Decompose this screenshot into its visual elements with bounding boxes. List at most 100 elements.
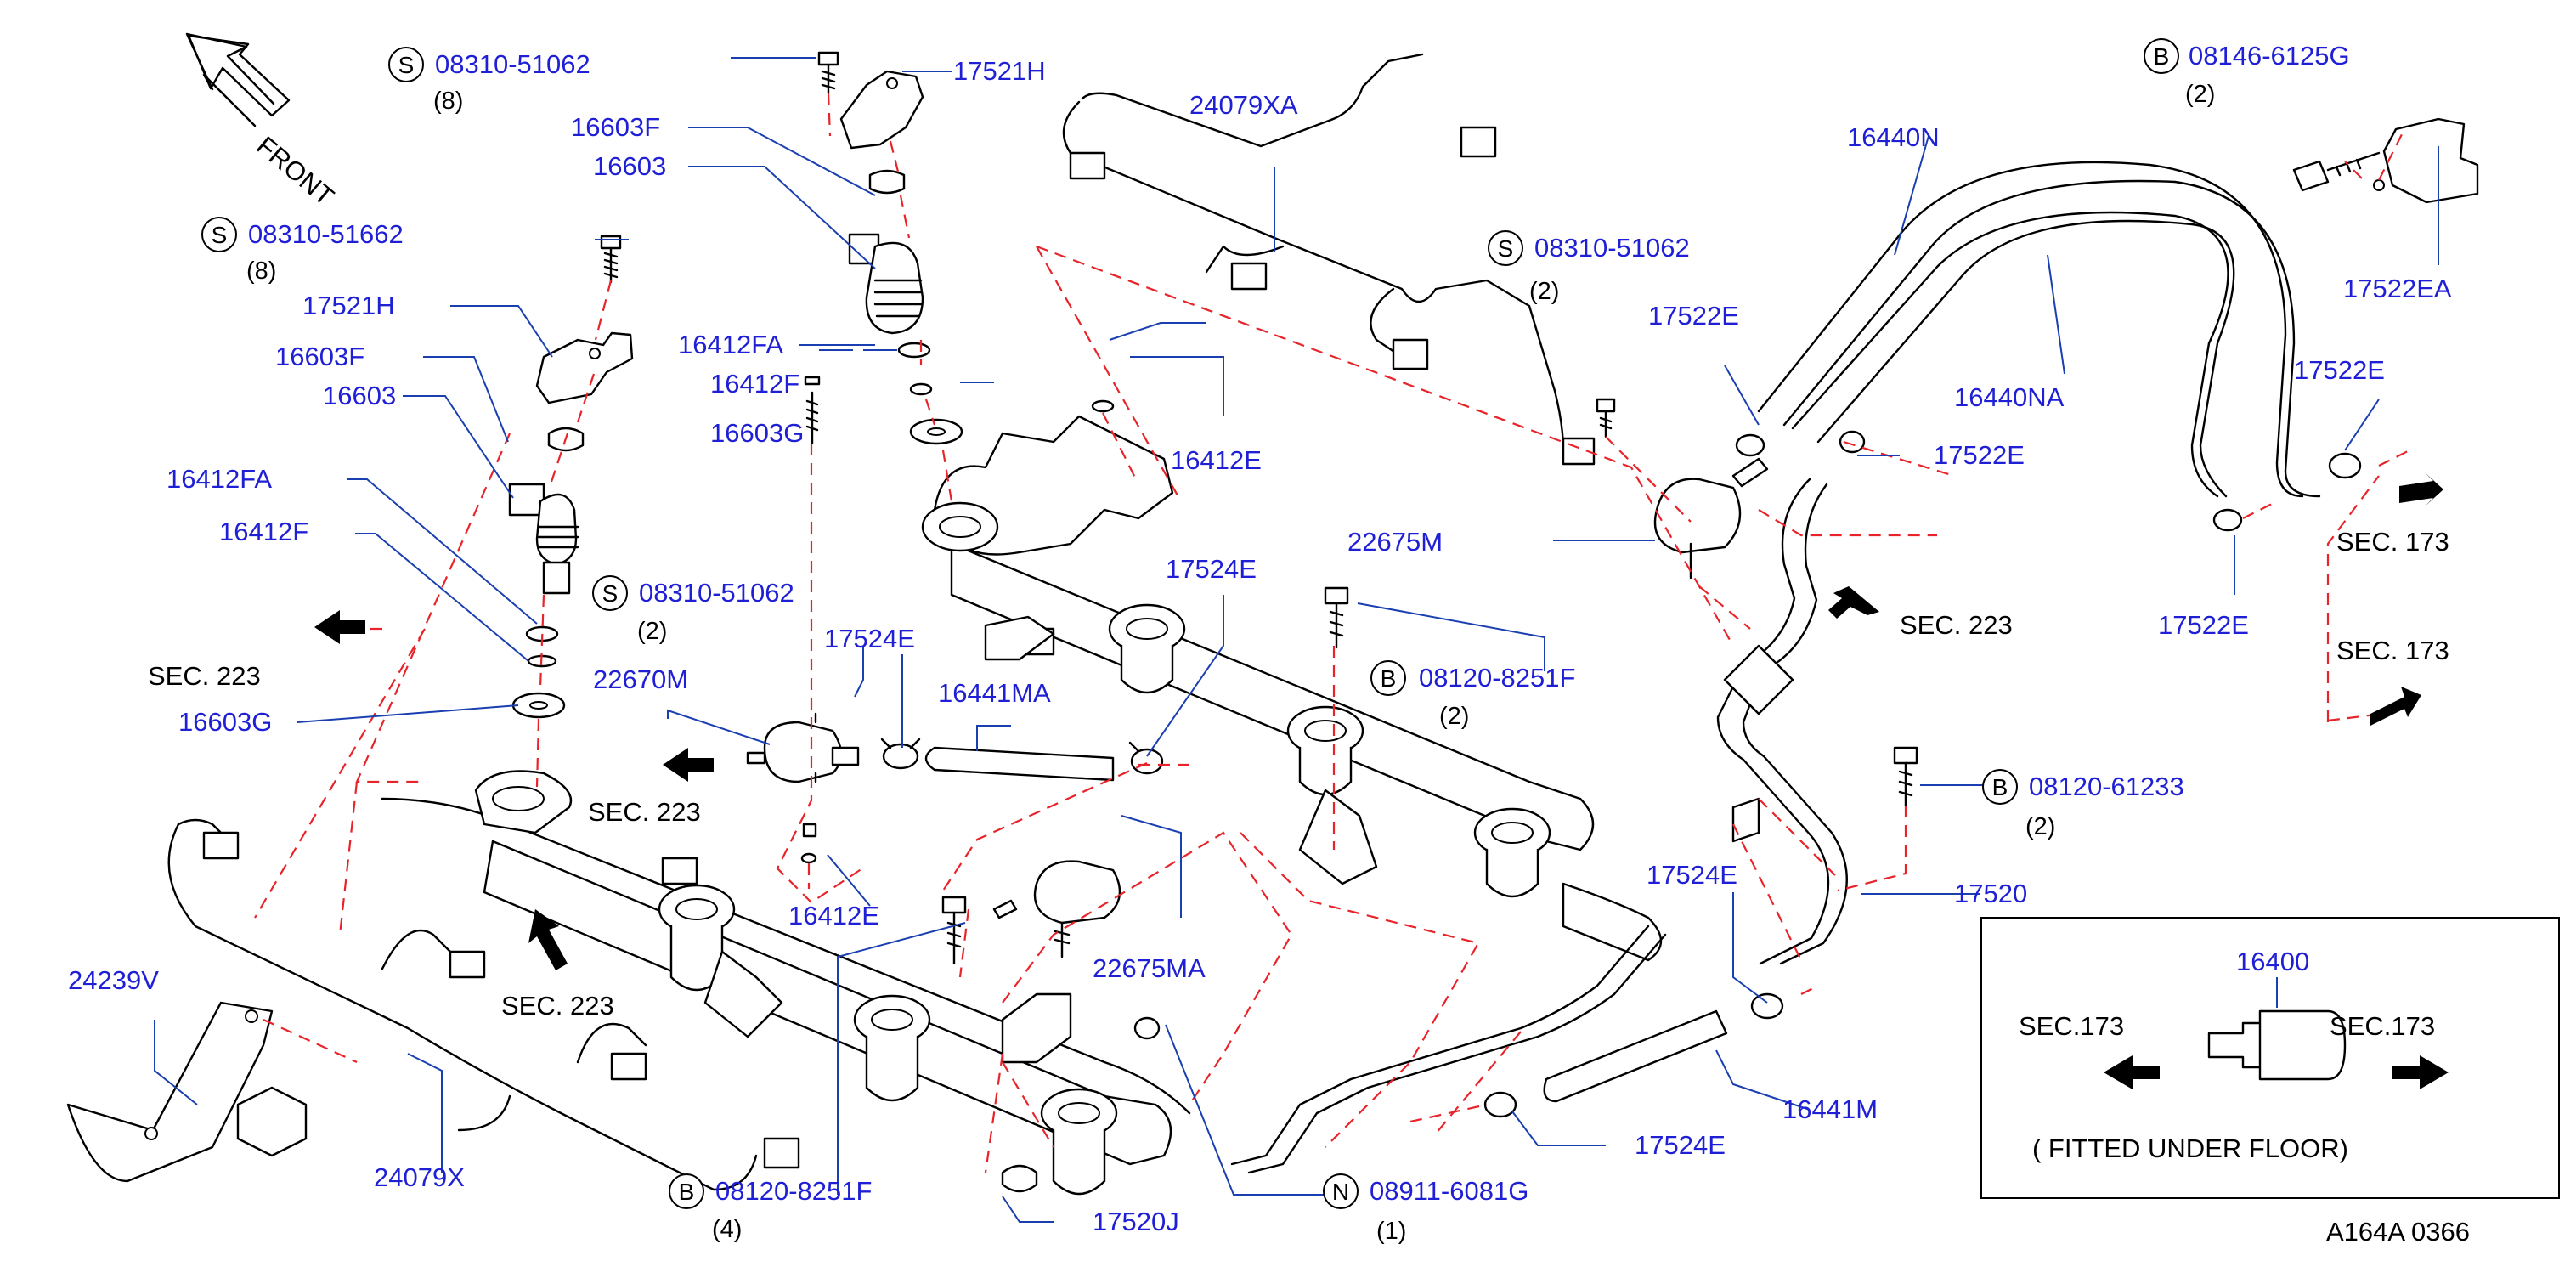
- inset-section-right: SEC.173: [2330, 1011, 2435, 1041]
- pressure-regulator-22675M: [1653, 457, 1769, 580]
- part-number-label: 16412E: [788, 901, 879, 930]
- harness-24079XA: [1062, 53, 1596, 466]
- arrow-right-icon: [2399, 472, 2443, 506]
- part-number-label: 17524E: [1166, 554, 1257, 584]
- part-number-label: 08120-61233: [2029, 772, 2184, 801]
- part-number-label: 16603: [323, 381, 396, 410]
- bolts-hardware: [800, 151, 2381, 1193]
- part-number-label: 08310-51662: [248, 219, 404, 249]
- part-number-label: 08120-8251F: [715, 1176, 872, 1206]
- fuel-filter-inset: [1980, 917, 2560, 1199]
- part-number-label: 16441M: [1782, 1094, 1878, 1124]
- part-number-label: 17520: [1954, 879, 2027, 908]
- part-number-label: 08911-6081G: [1370, 1176, 1528, 1206]
- part-number-label: 16603G: [710, 418, 804, 448]
- part-number-label: 16603F: [571, 112, 660, 142]
- quantity-label: (8): [433, 88, 463, 115]
- quantity-label: (8): [246, 257, 276, 285]
- section-reference: SEC. 173: [2336, 636, 2449, 665]
- part-labels: 08310-51062 (8) 17521H 16603F 16603 0831…: [68, 41, 2452, 1245]
- part-number-label: 16603: [593, 151, 666, 181]
- quantity-label: (4): [712, 1216, 742, 1243]
- code-letter-s: S: [212, 222, 228, 248]
- part-number-label: 24239V: [68, 965, 159, 995]
- misc-brackets: [984, 117, 2479, 1064]
- part-number-label: 17522E: [1648, 301, 1739, 331]
- front-arrow-icon: [185, 32, 291, 127]
- arrow-left-icon: [2104, 1055, 2160, 1089]
- part-number-label: 17522E: [2294, 355, 2385, 385]
- code-letter-b: B: [2154, 43, 2170, 70]
- part-number-label: 16412E: [1171, 445, 1262, 475]
- part-number-label: 08146-6125G: [2189, 41, 2350, 71]
- part-number-label: 16412F: [710, 369, 799, 399]
- arrow-right-down-icon: [1828, 586, 1879, 619]
- arrow-left-icon: [663, 748, 714, 782]
- pressure-regulator-22675MA: [992, 860, 1121, 958]
- part-number-label: 16412FA: [678, 330, 783, 359]
- part-number-label: 16412F: [219, 517, 308, 546]
- part-number-label: 08310-51062: [435, 49, 590, 79]
- quantity-label: (2): [637, 618, 667, 645]
- part-number-label: 16603F: [275, 342, 364, 371]
- pressure-regulator-22670M: [746, 712, 860, 783]
- section-reference: SEC. 223: [1900, 610, 2013, 640]
- quantity-label: (2): [2185, 81, 2215, 108]
- dashed-connectors: [254, 93, 2414, 1173]
- code-letter-b: B: [1381, 665, 1397, 692]
- fuel-hoses: [924, 161, 2321, 1174]
- left-injector-assembly: [508, 235, 634, 719]
- code-letter-s: S: [1498, 235, 1514, 262]
- part-number-label: 08310-51062: [1534, 233, 1690, 263]
- part-number-label: 17524E: [1647, 860, 1737, 890]
- part-number-label: 16441MA: [938, 678, 1051, 708]
- part-number-label: 24079XA: [1189, 90, 1298, 120]
- part-number-label: 17521H: [302, 291, 395, 320]
- part-number-label: 17521H: [953, 56, 1046, 86]
- lower-fuel-rail: [381, 770, 1191, 1196]
- part-number-label: 22670M: [593, 664, 688, 694]
- top-injector-assembly: [817, 51, 1115, 445]
- part-number-label: 16412FA: [167, 464, 272, 494]
- part-number-label: 08310-51062: [639, 578, 794, 608]
- part-number-label: 16440N: [1847, 122, 1940, 152]
- section-reference: SEC. 223: [501, 991, 614, 1021]
- code-letter-s: S: [398, 52, 415, 78]
- code-letter-s: S: [602, 580, 619, 607]
- code-letter-b: B: [1992, 774, 2008, 800]
- quantity-label: (2): [1529, 278, 1559, 305]
- inset-section-left: SEC.173: [2019, 1011, 2124, 1041]
- part-number-label: 17524E: [1635, 1130, 1726, 1160]
- upper-fuel-rail: [921, 415, 1663, 962]
- code-letter-n: N: [1332, 1179, 1349, 1205]
- part-number-label: 24079X: [374, 1162, 465, 1192]
- part-number-label: 17524E: [824, 624, 915, 653]
- section-reference: SEC. 173: [2336, 527, 2449, 557]
- arrow-down-icon: [528, 909, 568, 970]
- part-number-label: 17522E: [1934, 440, 2025, 470]
- arrow-right-icon: [2392, 1055, 2449, 1089]
- part-number-label: 22675MA: [1093, 953, 1206, 983]
- diagram-code: A164A 0366: [2326, 1217, 2470, 1247]
- part-number-label: 08120-8251F: [1419, 663, 1575, 693]
- section-reference: SEC. 223: [148, 661, 261, 691]
- quantity-label: (2): [1439, 703, 1469, 730]
- hose-clamps: [880, 430, 2362, 1118]
- part-number-label: 22675M: [1347, 527, 1443, 557]
- front-label: FRONT: [251, 131, 340, 212]
- leader-lines: [154, 57, 2439, 1223]
- part-number-label: 16440NA: [1954, 382, 2065, 412]
- arrow-left-icon: [314, 610, 365, 644]
- inset-note: ( FITTED UNDER FLOOR): [2032, 1134, 2348, 1163]
- quantity-label: (1): [1376, 1218, 1406, 1245]
- part-number-label: 16603G: [178, 707, 272, 737]
- sec-arrows: [314, 472, 2443, 970]
- code-letter-b: B: [679, 1179, 695, 1205]
- part-number-label: 17520J: [1093, 1207, 1179, 1236]
- part-number-label: 17522E: [2158, 610, 2249, 640]
- quantity-label: (2): [2025, 813, 2055, 840]
- part-number-label: 17522EA: [2343, 274, 2452, 303]
- code-circles: [201, 38, 2179, 1209]
- arrow-right-up-icon: [2370, 687, 2421, 726]
